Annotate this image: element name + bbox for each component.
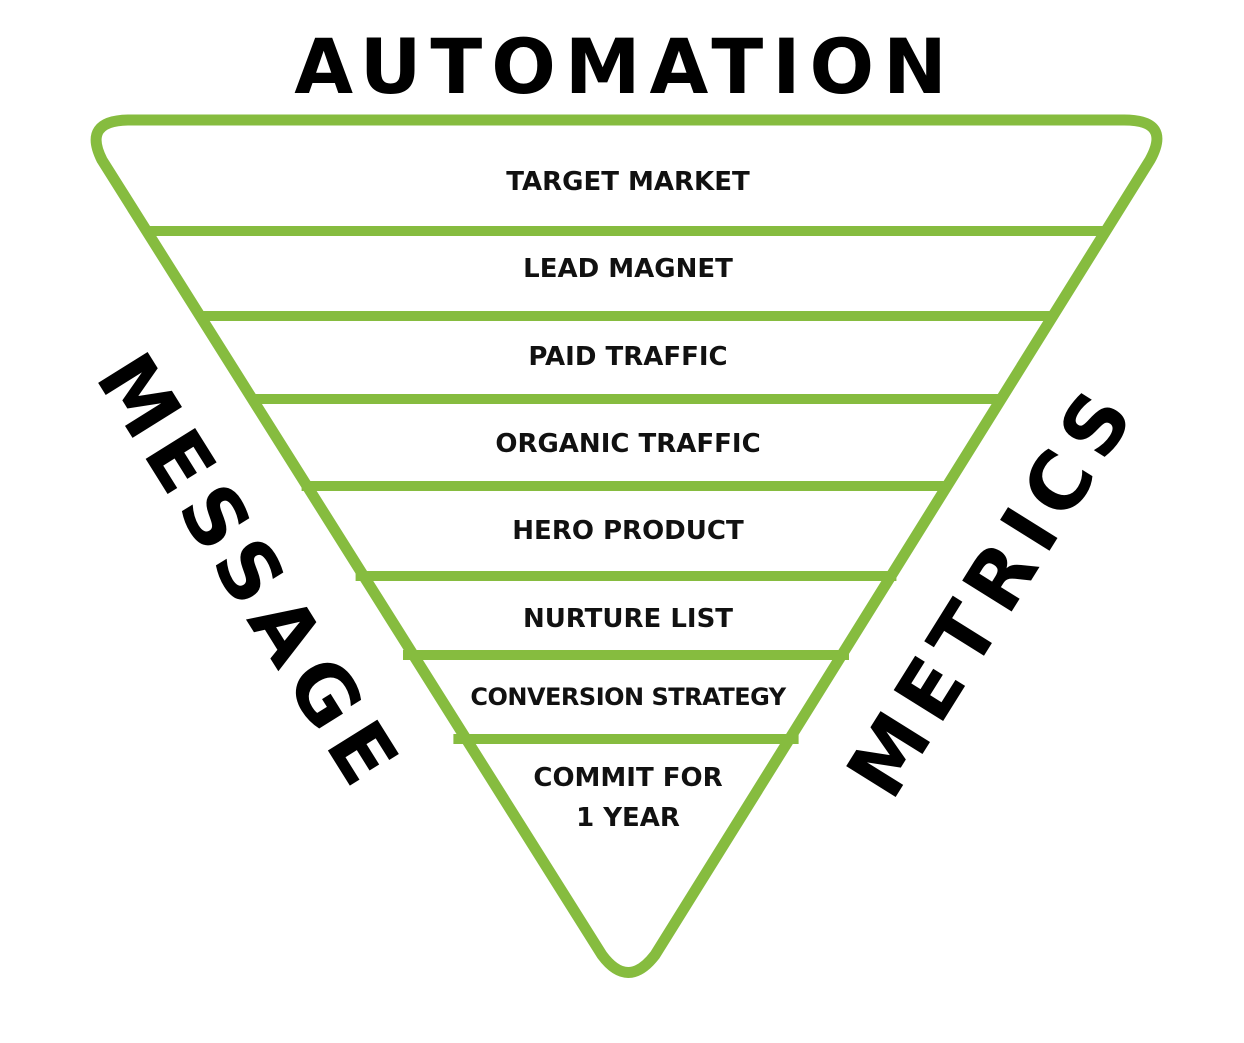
funnel-layer-label: LEAD MAGNET [523, 254, 733, 284]
funnel-outline [90, 114, 1163, 978]
funnel-layer-label: PAID TRAFFIC [528, 342, 727, 372]
funnel-layer-labels: TARGET MARKET LEAD MAGNET PAID TRAFFIC ORGA… [470, 167, 787, 833]
funnel-dividers [148, 226, 1104, 744]
funnel-layer-label: NURTURE LIST [523, 604, 733, 634]
funnel-layer-label: COMMIT FOR [533, 763, 722, 793]
funnel-layer-label: ORGANIC TRAFFIC [495, 429, 760, 459]
funnel-layer-label: TARGET MARKET [506, 167, 750, 197]
diagram-title: AUTOMATION [294, 22, 956, 111]
funnel-layer-label: HERO PRODUCT [512, 516, 744, 546]
funnel-layer-label: 1 YEAR [576, 803, 680, 833]
funnel-layer-label: CONVERSION STRATEGY [470, 683, 786, 711]
